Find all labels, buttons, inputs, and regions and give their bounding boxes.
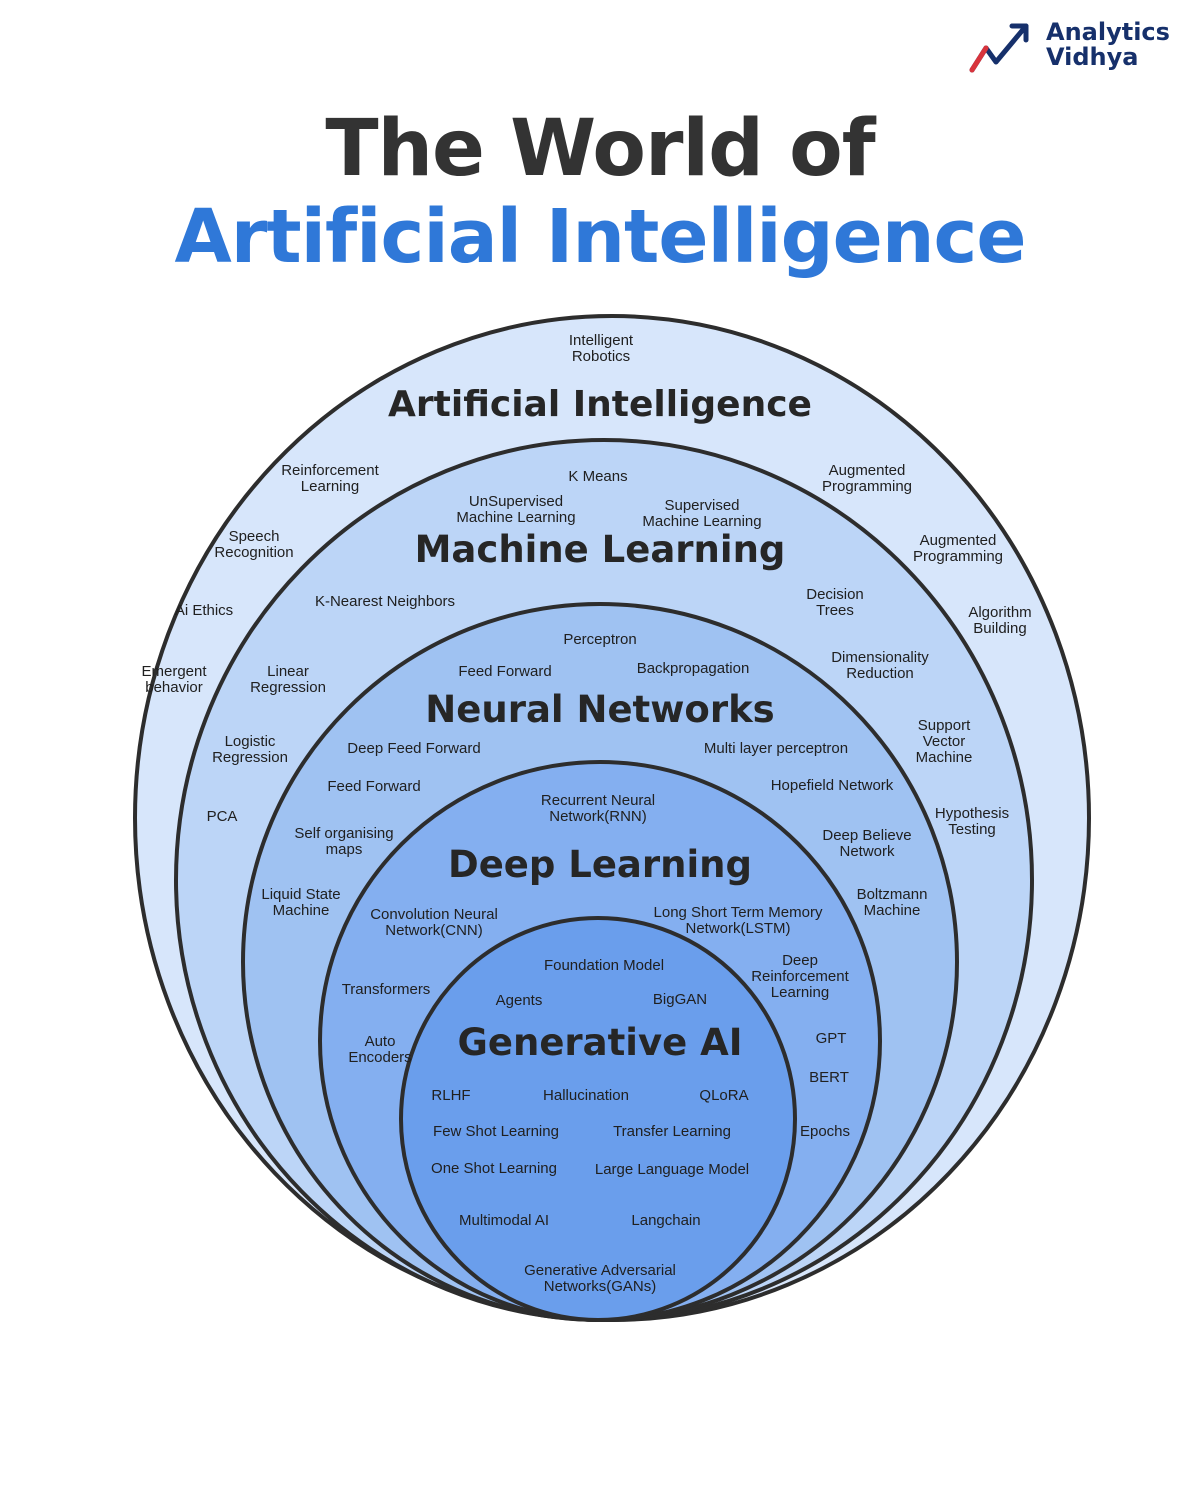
- genai-item: QLoRA: [699, 1087, 749, 1104]
- genai-item: Hallucination: [543, 1087, 629, 1104]
- dl-item: Epochs: [799, 1123, 851, 1140]
- dl-item: Deep Reinforcement Learning: [751, 952, 849, 1001]
- brand-line-2: Vidhya: [1046, 43, 1139, 71]
- nn-item: Perceptron: [563, 631, 637, 648]
- heading-generative-ai: Generative AI: [457, 1021, 743, 1064]
- trend-arrow-icon: [969, 23, 1029, 73]
- ai-item: Reinforcement Learning: [281, 462, 379, 495]
- genai-item: Few Shot Learning: [433, 1123, 559, 1140]
- brand-name: Analytics Vidhya: [1046, 20, 1170, 70]
- heading-machine-learning: Machine Learning: [414, 528, 786, 571]
- ml-item: Support Vector Machine: [915, 717, 973, 766]
- genai-item: Multimodal AI: [458, 1212, 550, 1229]
- ai-item: Algorithm Building: [968, 604, 1032, 637]
- page-title-line-1: The World of: [325, 104, 875, 194]
- analytics-vidhya-logo[interactable]: Analytics Vidhya: [966, 18, 1196, 80]
- genai-item: Langchain: [631, 1212, 701, 1229]
- nn-item: Liquid State Machine: [261, 886, 341, 919]
- ml-item: Supervised Machine Learning: [642, 497, 762, 530]
- ml-item: K-Nearest Neighbors: [314, 593, 456, 610]
- nn-item: Feed Forward: [327, 778, 421, 795]
- ml-item: Linear Regression: [250, 663, 326, 696]
- heading-neural-networks: Neural Networks: [425, 688, 775, 731]
- ring-generative-ai: [399, 916, 797, 1322]
- dl-item: Long Short Term Memory Network(LSTM): [653, 904, 823, 937]
- ai-item: Augmented Programming: [912, 532, 1004, 565]
- nn-item: Deep Believe Network: [822, 827, 912, 860]
- dl-item: BERT: [809, 1069, 849, 1086]
- dl-item: Auto Encoders: [348, 1033, 412, 1066]
- ml-item: UnSupervised Machine Learning: [456, 493, 576, 526]
- heading-deep-learning: Deep Learning: [447, 843, 753, 886]
- ml-item: Dimensionality Reduction: [831, 649, 929, 682]
- page-title-line-2: Artificial Intelligence: [174, 194, 1026, 280]
- nn-item: Boltzmann Machine: [856, 886, 928, 919]
- dl-item: Transformers: [341, 981, 431, 998]
- genai-item: Large Language Model: [594, 1161, 750, 1178]
- genai-item: Foundation Model: [543, 957, 665, 974]
- ml-item: K Means: [568, 468, 628, 485]
- ml-item: PCA: [206, 808, 238, 825]
- ml-item: Decision Trees: [806, 586, 864, 619]
- genai-item: Transfer Learning: [613, 1123, 731, 1140]
- nn-item: Self organising maps: [294, 825, 394, 858]
- dl-item: GPT: [815, 1030, 847, 1047]
- nn-item: Deep Feed Forward: [347, 740, 481, 757]
- genai-item: Agents: [495, 992, 543, 1009]
- nn-item: Backpropagation: [636, 660, 750, 677]
- ai-item: Hypothesis Testing: [934, 805, 1010, 838]
- ai-item: Ai Ethics: [174, 602, 234, 619]
- genai-item: BigGAN: [652, 991, 708, 1008]
- ai-item: Augmented Programming: [821, 462, 913, 495]
- nn-item: Multi layer perceptron: [703, 740, 849, 757]
- heading-artificial-intelligence: Artificial Intelligence: [388, 384, 812, 425]
- genai-item: One Shot Learning: [431, 1160, 557, 1177]
- ai-item: Speech Recognition: [214, 528, 294, 561]
- nn-item: Hopefield Network: [770, 777, 894, 794]
- nn-item: Feed Forward: [458, 663, 552, 680]
- genai-item: RLHF: [431, 1087, 471, 1104]
- ml-item: Logistic Regression: [212, 733, 288, 766]
- ai-item: Emergent behavior: [141, 663, 207, 696]
- ai-item: Intelligent Robotics: [568, 332, 634, 365]
- dl-item: Recurrent Neural Network(RNN): [540, 792, 656, 825]
- genai-item: Generative Adversarial Networks(GANs): [524, 1262, 676, 1295]
- dl-item: Convolution Neural Network(CNN): [370, 906, 498, 939]
- brand-line-1: Analytics: [1046, 18, 1170, 46]
